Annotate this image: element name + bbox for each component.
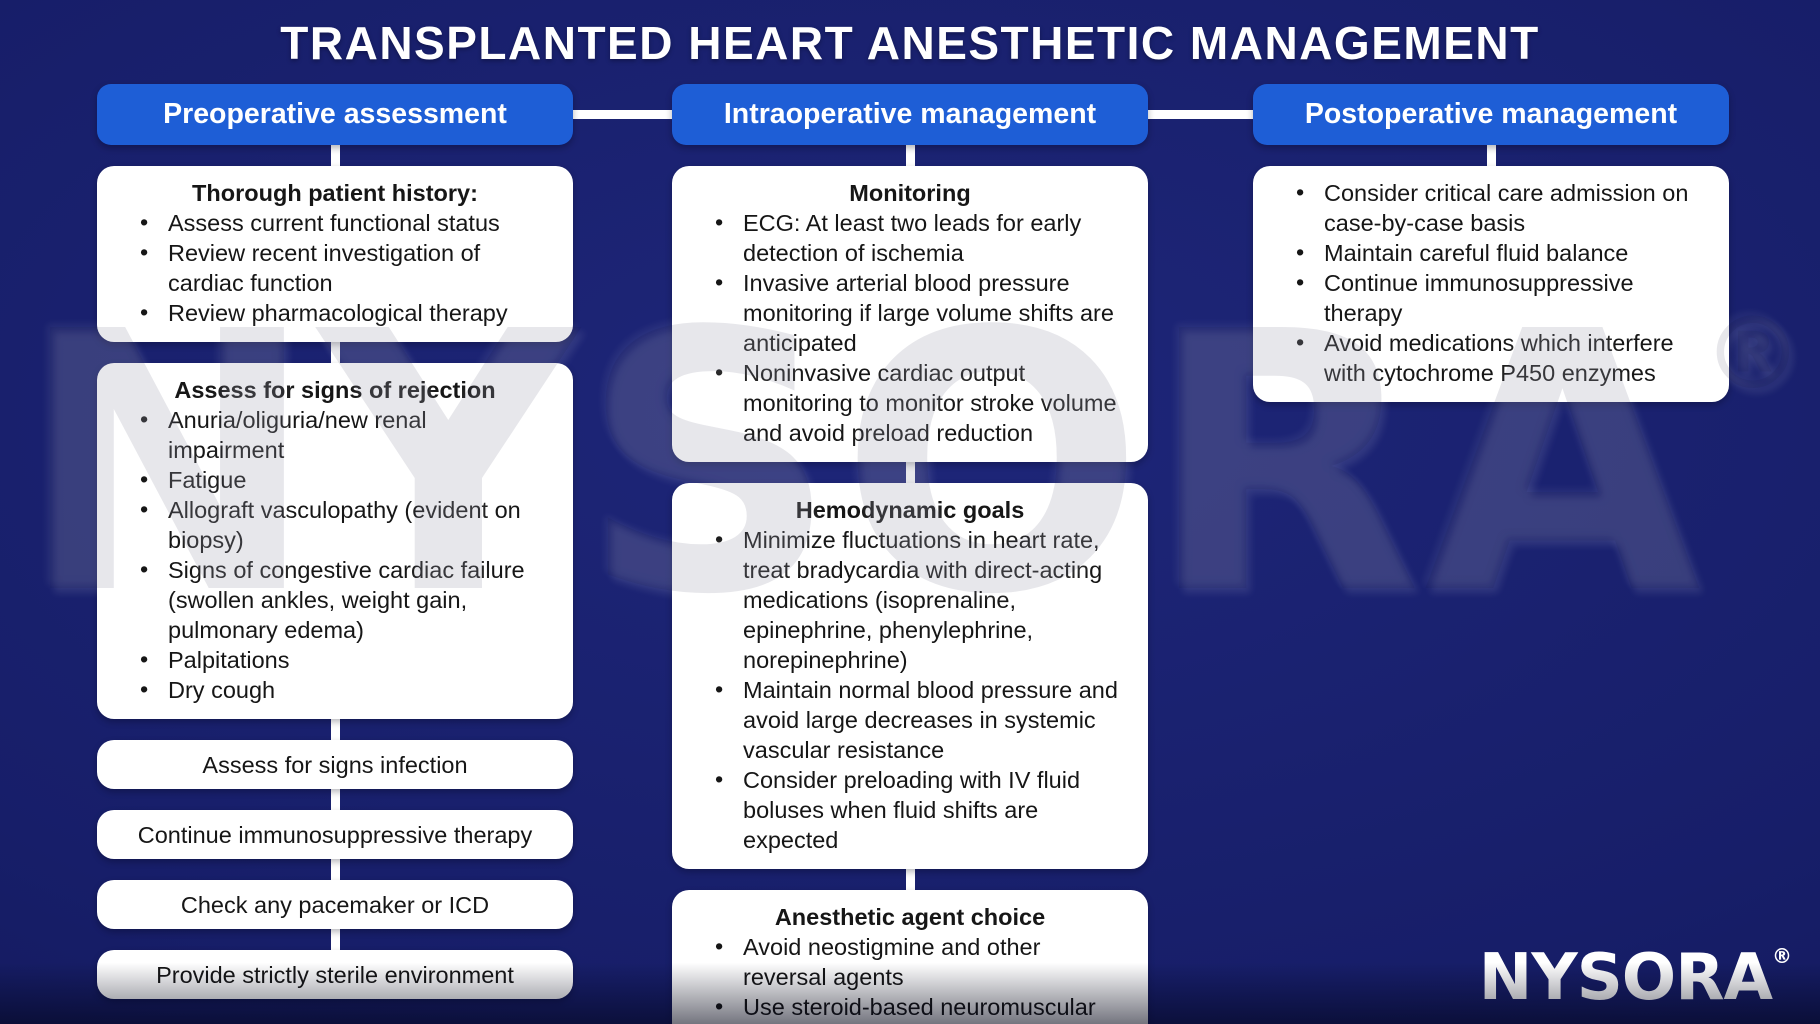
registered-trademark-icon: ® [1772, 944, 1792, 968]
bullet-list: Anuria/oliguria/new renal impairmentFati… [121, 404, 549, 705]
column-header: Preoperative assessment [97, 84, 573, 145]
info-box: Hemodynamic goalsMinimize fluctuations i… [672, 483, 1148, 869]
info-box: Consider critical care admission on case… [1253, 166, 1729, 402]
info-box: Check any pacemaker or ICD [97, 880, 573, 929]
box-text: Assess for signs infection [202, 751, 468, 778]
bullet-item: Use steroid-based neuromuscular blocking… [696, 991, 1124, 1024]
bullet-item: Avoid neostigmine and other reversal age… [696, 931, 1124, 992]
bullet-item: Allograft vasculopathy (evident on biops… [121, 494, 549, 555]
bullet-item: Consider critical care admission on case… [1277, 177, 1705, 238]
bullet-list: ECG: At least two leads for early detect… [696, 207, 1124, 448]
bullet-item: Minimize fluctuations in heart rate, tre… [696, 524, 1124, 675]
page-title: TRANSPLANTED HEART ANESTHETIC MANAGEMENT [280, 17, 1540, 69]
bullet-item: Signs of congestive cardiac failure (swo… [121, 554, 549, 645]
box-title: Assess for signs of rejection [174, 377, 496, 403]
bullet-item: Dry cough [121, 674, 549, 705]
info-box: Continue immunosuppressive therapy [97, 810, 573, 859]
column-postoperative: Postoperative managementConsider critica… [1253, 0, 1729, 1024]
box-title: Anesthetic agent choice [774, 904, 1046, 930]
bullet-list: Consider critical care admission on case… [1277, 177, 1705, 388]
bullet-item: Maintain normal blood pressure and avoid… [696, 674, 1124, 765]
column-header-label: Preoperative assessment [163, 98, 507, 130]
column-header: Postoperative management [1253, 84, 1729, 145]
info-box: Assess for signs of rejectionAnuria/olig… [97, 363, 573, 719]
column-header: Intraoperative management [672, 84, 1148, 145]
bullet-item: Palpitations [121, 644, 549, 675]
box-title: Hemodynamic goals [795, 497, 1025, 523]
bullet-item: Invasive arterial blood pressure monitor… [696, 267, 1124, 358]
bullet-item: Noninvasive cardiac output monitoring to… [696, 357, 1124, 448]
nysora-logo: NYSORA® [1479, 946, 1792, 1010]
box-text: Check any pacemaker or ICD [180, 891, 490, 918]
info-box: Assess for signs infection [97, 740, 573, 789]
info-box: MonitoringECG: At least two leads for ea… [672, 166, 1148, 462]
box-text: Continue immunosuppressive therapy [137, 821, 533, 848]
bullet-item: Anuria/oliguria/new renal impairment [121, 404, 549, 465]
bullet-list: Assess current functional statusReview r… [121, 207, 549, 328]
info-box: Thorough patient history:Assess current … [97, 166, 573, 342]
info-box: Provide strictly sterile environment [97, 950, 573, 999]
bullet-list: Avoid neostigmine and other reversal age… [696, 931, 1124, 1024]
bullet-item: Maintain careful fluid balance [1277, 237, 1705, 268]
nysora-logo-text: NYSORA [1478, 941, 1773, 1015]
bullet-item: ECG: At least two leads for early detect… [696, 207, 1124, 268]
bullet-item: Review recent investigation of cardiac f… [121, 237, 549, 298]
bullet-item: Continue immunosuppressive therapy [1277, 267, 1705, 328]
bullet-item: Fatigue [121, 464, 549, 495]
box-text: Provide strictly sterile environment [156, 961, 514, 988]
box-title: Monitoring [849, 180, 971, 206]
bullet-item: Assess current functional status [121, 207, 549, 238]
bullet-list: Minimize fluctuations in heart rate, tre… [696, 524, 1124, 855]
info-box: Anesthetic agent choiceAvoid neostigmine… [672, 890, 1148, 1024]
box-title: Thorough patient history: [192, 180, 478, 206]
bullet-item: Consider preloading with IV fluid boluse… [696, 764, 1124, 855]
column-intraoperative: Intraoperative managementMonitoringECG: … [672, 0, 1148, 1024]
bullet-item: Review pharmacological therapy [121, 297, 549, 328]
column-header-label: Intraoperative management [723, 98, 1097, 130]
column-header-label: Postoperative management [1304, 98, 1678, 130]
bullet-item: Avoid medications which interfere with c… [1277, 327, 1705, 388]
